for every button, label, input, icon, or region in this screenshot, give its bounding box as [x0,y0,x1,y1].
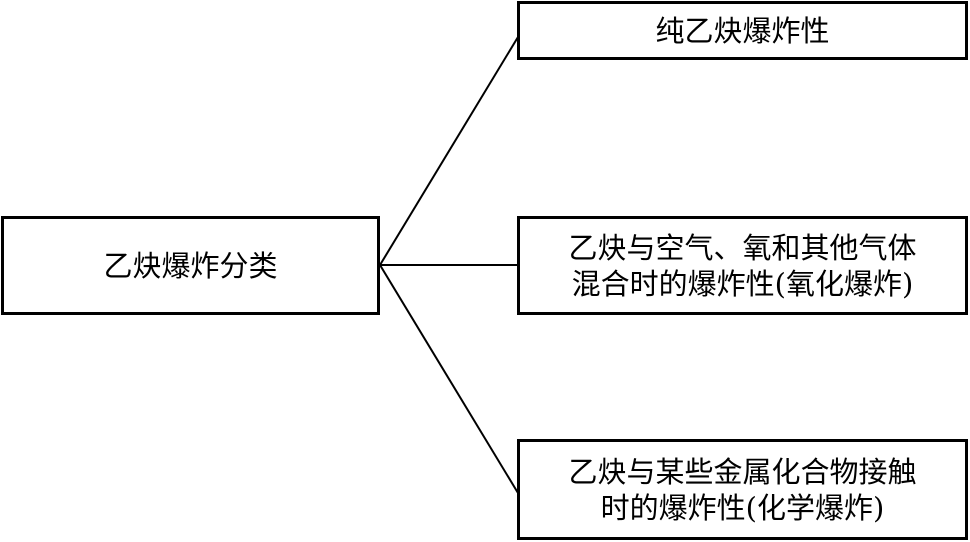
child-node-pure-acetylene: 纯乙炔爆炸性 [517,1,968,60]
connector-to-child-3 [379,264,519,494]
child-2-line-2: 混合时的爆炸性(氧化爆炸) [571,266,914,301]
child-3-text: 乙炔与某些金属化合物接触 时的爆炸性(化学爆炸) [568,454,916,526]
child-3-line-2: 时的爆炸性(化学爆炸) [600,490,885,525]
child-2-text: 乙炔与空气、氧和其他气体 混合时的爆炸性(氧化爆炸) [568,230,916,302]
child-2-line-1: 乙炔与空气、氧和其他气体 [568,230,917,265]
child-1-line-1: 纯乙炔爆炸性 [655,13,830,48]
child-node-oxidation: 乙炔与空气、氧和其他气体 混合时的爆炸性(氧化爆炸) [517,216,968,315]
child-node-chemical: 乙炔与某些金属化合物接触 时的爆炸性(化学爆炸) [517,439,968,540]
child-3-line-1: 乙炔与某些金属化合物接触 [568,454,917,489]
root-node: 乙炔爆炸分类 [1,216,380,315]
connector-to-child-1 [379,36,519,266]
root-label: 乙炔爆炸分类 [103,248,278,283]
